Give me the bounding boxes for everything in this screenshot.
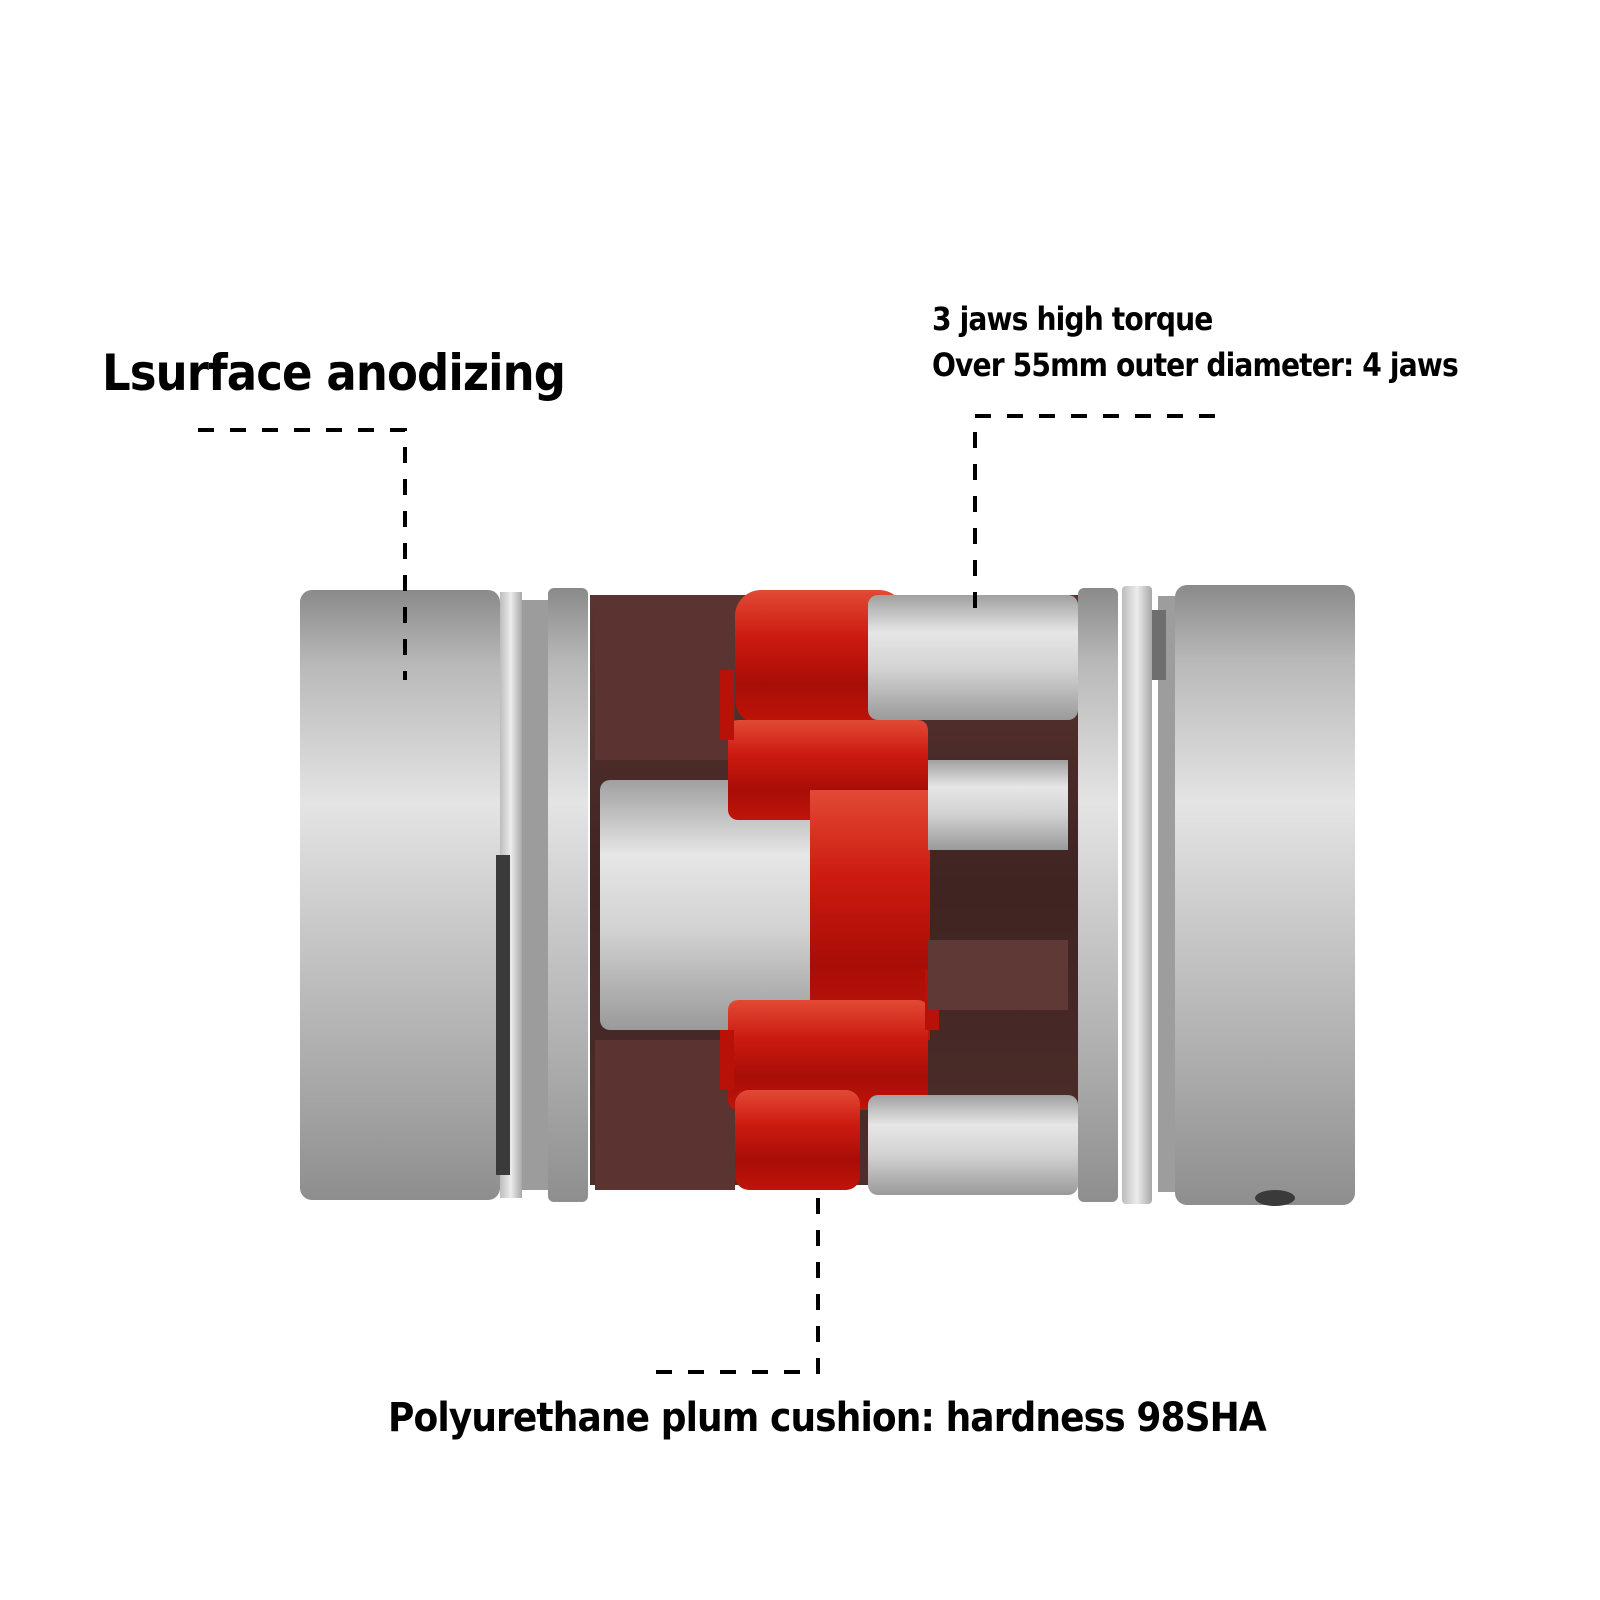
jaws-label: 3 jaws high torque Over 55mm outer diame… [932, 296, 1459, 388]
leader-lines [198, 414, 1215, 1374]
right-middle-jaw-shadow [928, 940, 1068, 1010]
right-lower-jaw [868, 1095, 1078, 1195]
leader-cushion [656, 1190, 820, 1374]
left-upper-jaw-shadow [595, 600, 735, 760]
polyurethane-spider [720, 590, 939, 1190]
left-hub [300, 588, 588, 1202]
leader-surface [198, 428, 407, 680]
right-hub [1078, 585, 1355, 1206]
cushion-label: Polyurethane plum cushion: hardness 98SH… [388, 1395, 1267, 1441]
right-middle-jaw [928, 760, 1068, 850]
clamp-slot [496, 855, 510, 1175]
screw-hole [1255, 1190, 1295, 1206]
jaws-label-line2: Over 55mm outer diameter: 4 jaws [932, 346, 1459, 384]
leader-jaws [973, 414, 1215, 620]
left-jaw [600, 780, 810, 1030]
surface-anodizing-label: Lsurface anodizing [102, 344, 566, 402]
clamp-slot-right [1152, 610, 1166, 680]
left-lower-jaw-shadow [595, 1040, 735, 1190]
right-upper-jaw [868, 595, 1078, 720]
jaws-label-line1: 3 jaws high torque [932, 300, 1213, 338]
